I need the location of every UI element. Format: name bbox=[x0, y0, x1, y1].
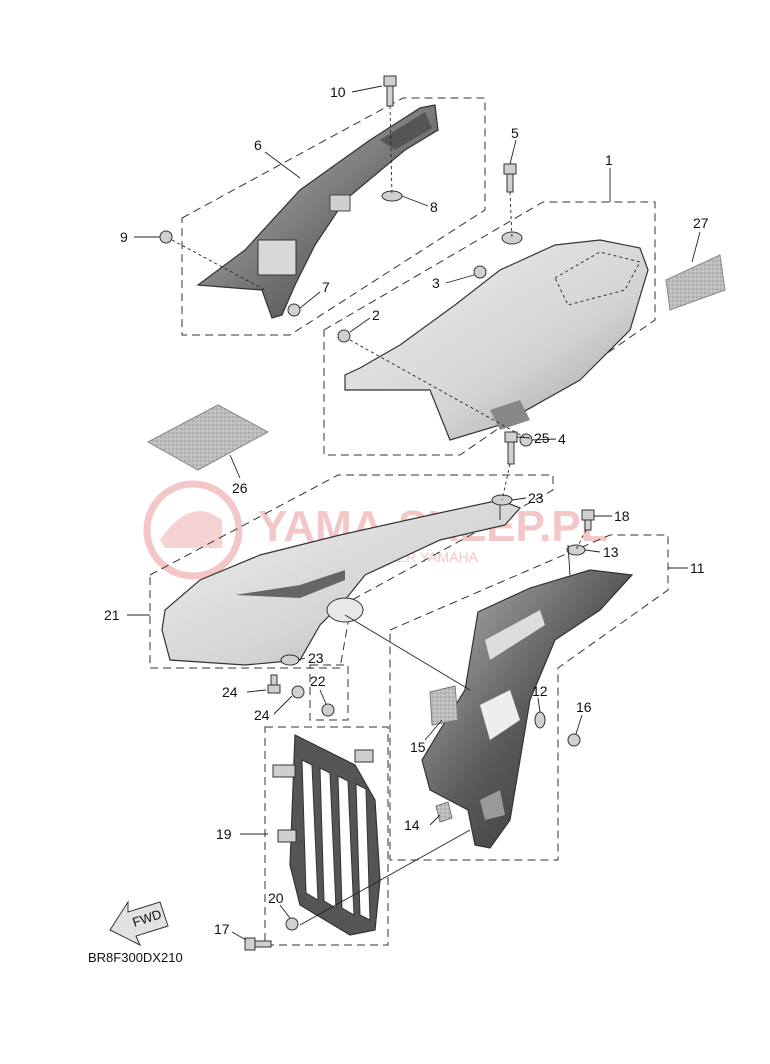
callout-11: 11 bbox=[690, 560, 705, 576]
callout-6: 6 bbox=[254, 137, 262, 153]
callout-19: 19 bbox=[216, 826, 232, 842]
callout-12: 12 bbox=[532, 683, 548, 699]
group-box-19 bbox=[264, 726, 389, 946]
part-21-cover bbox=[161, 499, 522, 666]
callout-9: 9 bbox=[120, 229, 128, 245]
callout-18: 18 bbox=[614, 508, 630, 524]
callout-15: 15 bbox=[410, 739, 426, 755]
callout-4: 4 bbox=[558, 431, 566, 447]
nut-22-icon bbox=[321, 703, 335, 717]
assembly-lines bbox=[171, 105, 587, 926]
fwd-arrow-icon: FWD bbox=[109, 900, 169, 947]
washer-23b-icon bbox=[280, 654, 300, 666]
bolt-10-icon bbox=[383, 75, 397, 107]
callout-16: 16 bbox=[576, 699, 592, 715]
callout-24-right: 24 bbox=[254, 707, 270, 723]
bolt-4-icon bbox=[519, 433, 533, 447]
callout-7: 7 bbox=[322, 279, 330, 295]
callout-5: 5 bbox=[511, 125, 519, 141]
part-19-grille bbox=[272, 734, 381, 936]
callout-26: 26 bbox=[232, 480, 248, 496]
bolt-24a-icon bbox=[267, 674, 281, 694]
nut-9-icon bbox=[159, 230, 173, 244]
callout-14: 14 bbox=[404, 817, 420, 833]
callout-21: 21 bbox=[104, 607, 120, 623]
bolt-25-icon bbox=[504, 431, 518, 465]
group-box-22 bbox=[309, 664, 349, 721]
leader-lines bbox=[127, 85, 701, 941]
callout-22: 22 bbox=[310, 673, 326, 689]
callout-3: 3 bbox=[432, 275, 440, 291]
group-box-11 bbox=[389, 534, 669, 861]
part-15-sticker bbox=[429, 685, 459, 726]
callout-labels: 10 6 8 5 1 27 9 3 7 2 4 26 25 23 18 13 1… bbox=[104, 84, 709, 937]
watermark-logo-icon bbox=[143, 480, 243, 580]
nut-7-icon bbox=[287, 303, 301, 317]
callout-20: 20 bbox=[268, 890, 284, 906]
nut-3-icon bbox=[473, 265, 487, 279]
grommet-3b-icon bbox=[501, 231, 523, 245]
part-6-cover bbox=[196, 104, 439, 319]
washer-13-icon bbox=[566, 544, 586, 556]
diagram-code: BR8F300DX210 bbox=[88, 950, 183, 965]
callout-13: 13 bbox=[603, 544, 619, 560]
bolt-18-icon bbox=[581, 509, 595, 531]
part-1-side-cover bbox=[344, 239, 649, 441]
callout-1: 1 bbox=[605, 152, 613, 168]
bolt-17-icon bbox=[244, 937, 272, 951]
callout-23-bottom: 23 bbox=[308, 650, 324, 666]
callout-2: 2 bbox=[372, 307, 380, 323]
part-27-sticker bbox=[665, 254, 726, 311]
part-26-sticker bbox=[146, 404, 270, 471]
callout-17: 17 bbox=[214, 921, 230, 937]
bolt-5-icon bbox=[503, 163, 517, 193]
part-14-sticker bbox=[435, 801, 453, 823]
nut-24b-icon bbox=[291, 685, 305, 699]
callout-25: 25 bbox=[534, 430, 550, 446]
washer-12-icon bbox=[534, 711, 546, 729]
bolt-2-icon bbox=[337, 329, 351, 343]
nut-20-icon bbox=[285, 917, 299, 931]
callout-27: 27 bbox=[693, 215, 709, 231]
group-box-6 bbox=[181, 97, 486, 336]
part-11-shroud bbox=[421, 569, 634, 849]
callout-10: 10 bbox=[330, 84, 346, 100]
group-box-1 bbox=[323, 201, 656, 456]
bolt-16-icon bbox=[567, 733, 581, 747]
callout-23-top: 23 bbox=[528, 490, 544, 506]
group-box-21 bbox=[149, 474, 554, 669]
callout-24-left: 24 bbox=[222, 684, 238, 700]
callout-8: 8 bbox=[430, 199, 438, 215]
